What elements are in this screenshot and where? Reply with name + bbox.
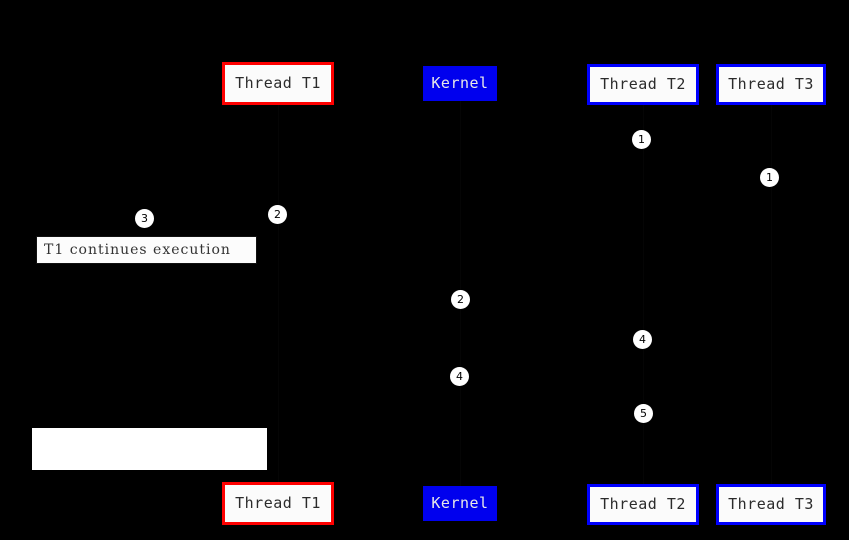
step-badge-2-thread-t1: 2 [268, 205, 287, 224]
participant-header-kernel[interactable]: Kernel [423, 66, 497, 101]
participant-label: Thread T2 [600, 75, 686, 93]
step-badge-label: 2 [274, 208, 281, 221]
step-badge-1-thread-t2: 1 [632, 130, 651, 149]
step-badge-label: 1 [766, 171, 773, 184]
participant-header-thread-t3[interactable]: Thread T3 [716, 64, 826, 105]
lifeline-thread-t3 [771, 105, 772, 484]
note-text: T1 continues execution [44, 242, 231, 258]
participant-label: Thread T3 [728, 75, 814, 93]
note-t1-continues-execution: T1 continues execution [36, 236, 257, 264]
participant-label: Kernel [431, 74, 489, 92]
participant-footer-thread-t1[interactable]: Thread T1 [222, 482, 334, 525]
lifeline-thread-t1 [278, 105, 279, 482]
step-badge-3-thread-t1: 3 [135, 209, 154, 228]
step-badge-5-thread-t2: 5 [634, 404, 653, 423]
step-badge-1-thread-t3: 1 [760, 168, 779, 187]
participant-footer-thread-t3[interactable]: Thread T3 [716, 484, 826, 525]
step-badge-label: 3 [141, 212, 148, 225]
participant-footer-thread-t2[interactable]: Thread T2 [587, 484, 699, 525]
step-badge-label: 2 [457, 293, 464, 306]
participant-header-thread-t2[interactable]: Thread T2 [587, 64, 699, 105]
participant-footer-kernel[interactable]: Kernel [423, 486, 497, 521]
step-badge-label: 1 [638, 133, 645, 146]
participant-label: Thread T3 [728, 495, 814, 513]
participant-label: Kernel [431, 494, 489, 512]
lifeline-thread-t2 [643, 105, 644, 484]
activation-panel [32, 428, 267, 470]
participant-label: Thread T1 [235, 74, 321, 92]
step-badge-label: 4 [456, 370, 463, 383]
step-badge-4-thread-t2: 4 [633, 330, 652, 349]
step-badge-2-kernel: 2 [451, 290, 470, 309]
step-badge-4-kernel: 4 [450, 367, 469, 386]
participant-label: Thread T2 [600, 495, 686, 513]
step-badge-label: 4 [639, 333, 646, 346]
participant-label: Thread T1 [235, 494, 321, 512]
step-badge-label: 5 [640, 407, 647, 420]
participant-header-thread-t1[interactable]: Thread T1 [222, 62, 334, 105]
